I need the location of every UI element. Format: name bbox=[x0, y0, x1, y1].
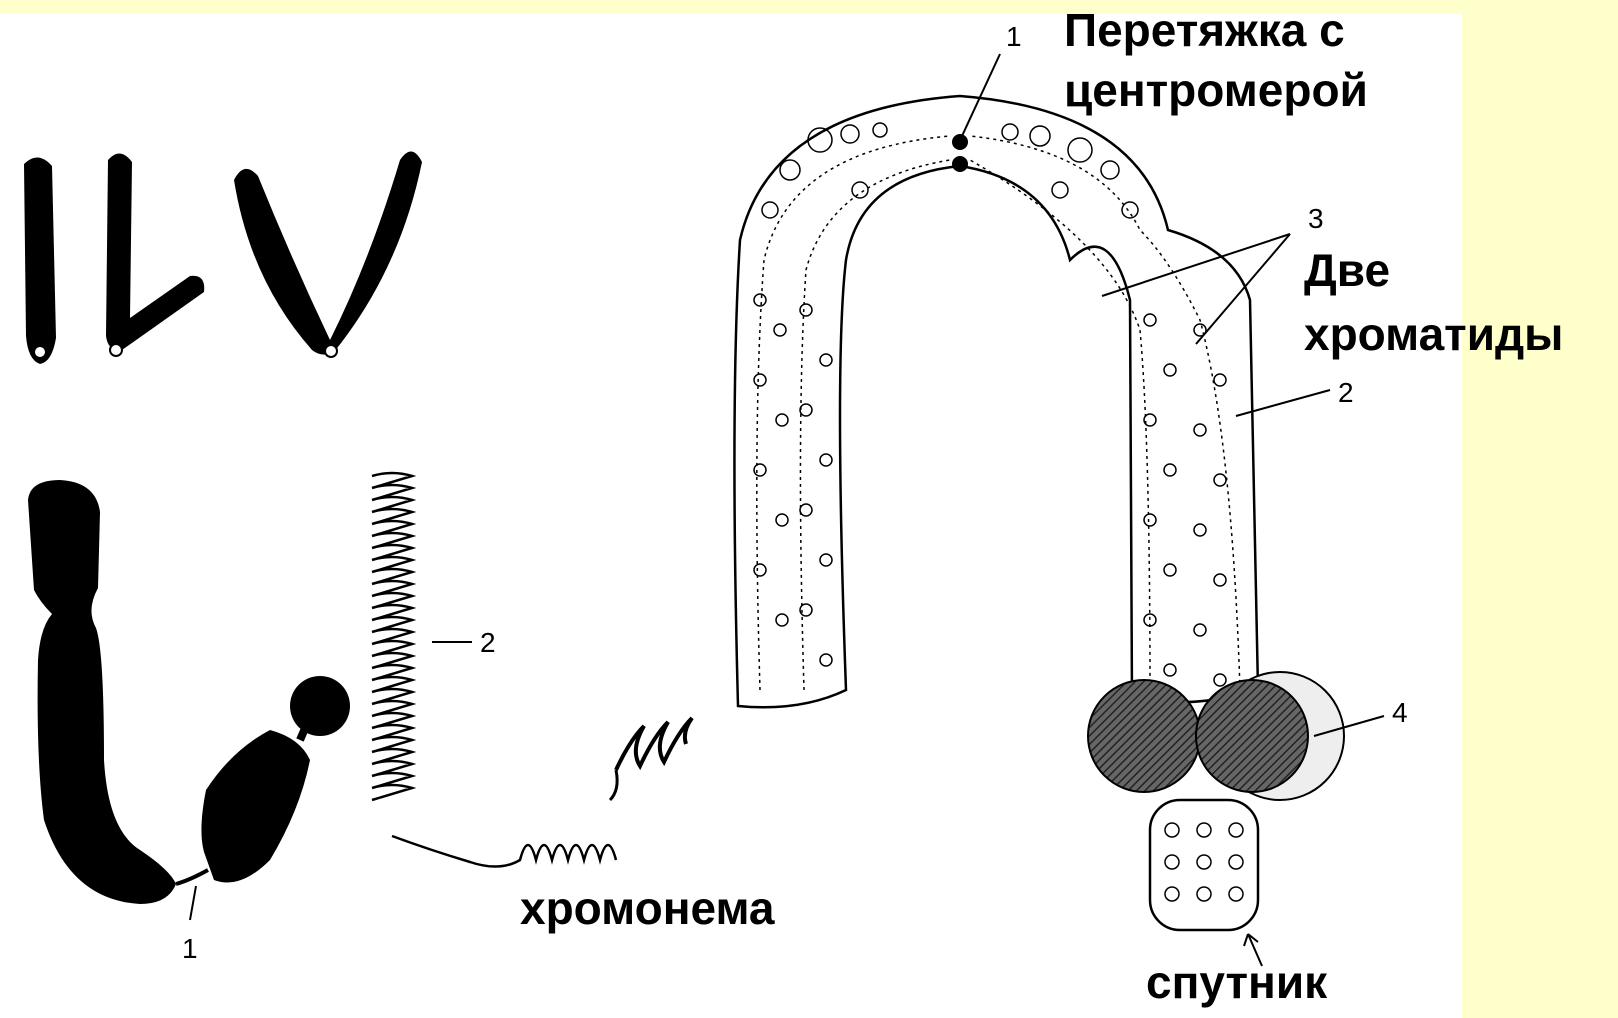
number-4: 4 bbox=[1392, 697, 1408, 728]
centromere-dot bbox=[952, 134, 968, 150]
coil-bottom bbox=[392, 836, 616, 867]
hatched-disc-right bbox=[1196, 680, 1308, 792]
chromosome-shapes bbox=[24, 151, 422, 364]
label-chromatids-line1: Две bbox=[1304, 240, 1390, 300]
label-constriction-line2: центромерой bbox=[1064, 60, 1368, 120]
chromatid-chromosome bbox=[734, 54, 1384, 966]
label-chromonema: хромонема bbox=[520, 878, 774, 938]
chromosome-with-satellite bbox=[28, 480, 350, 920]
coil-vertical bbox=[372, 473, 412, 800]
coil-supercoil bbox=[616, 718, 692, 770]
centromere-dot bbox=[34, 346, 46, 358]
label-satellite: спутник bbox=[1146, 952, 1327, 1012]
number-1-top: 1 bbox=[1006, 21, 1022, 52]
coil-connector bbox=[610, 770, 617, 800]
chromonema-coil bbox=[372, 473, 692, 867]
label-chromatids-line2: хроматиды bbox=[1304, 304, 1563, 364]
hatched-disc-left bbox=[1088, 680, 1200, 792]
satellite-knob bbox=[290, 676, 350, 736]
centromere-dot bbox=[952, 156, 968, 172]
chromosome-outline bbox=[734, 96, 1258, 707]
number-2-coil: 2 bbox=[480, 627, 496, 658]
long-arm bbox=[28, 480, 176, 904]
telocentric-chromosome bbox=[24, 157, 56, 364]
number-1-bottom: 1 bbox=[182, 933, 198, 964]
centromere-dot bbox=[110, 344, 122, 356]
short-arm bbox=[201, 730, 310, 883]
centromere-dot bbox=[325, 345, 337, 357]
pointer-line bbox=[190, 886, 196, 920]
number-2-right: 2 bbox=[1338, 377, 1354, 408]
metacentric-chromosome bbox=[234, 151, 422, 354]
number-3: 3 bbox=[1308, 203, 1324, 234]
centromere-neck bbox=[176, 870, 208, 884]
acrocentric-chromosome bbox=[106, 153, 204, 350]
label-constriction-line1: Перетяжка с bbox=[1064, 0, 1345, 60]
